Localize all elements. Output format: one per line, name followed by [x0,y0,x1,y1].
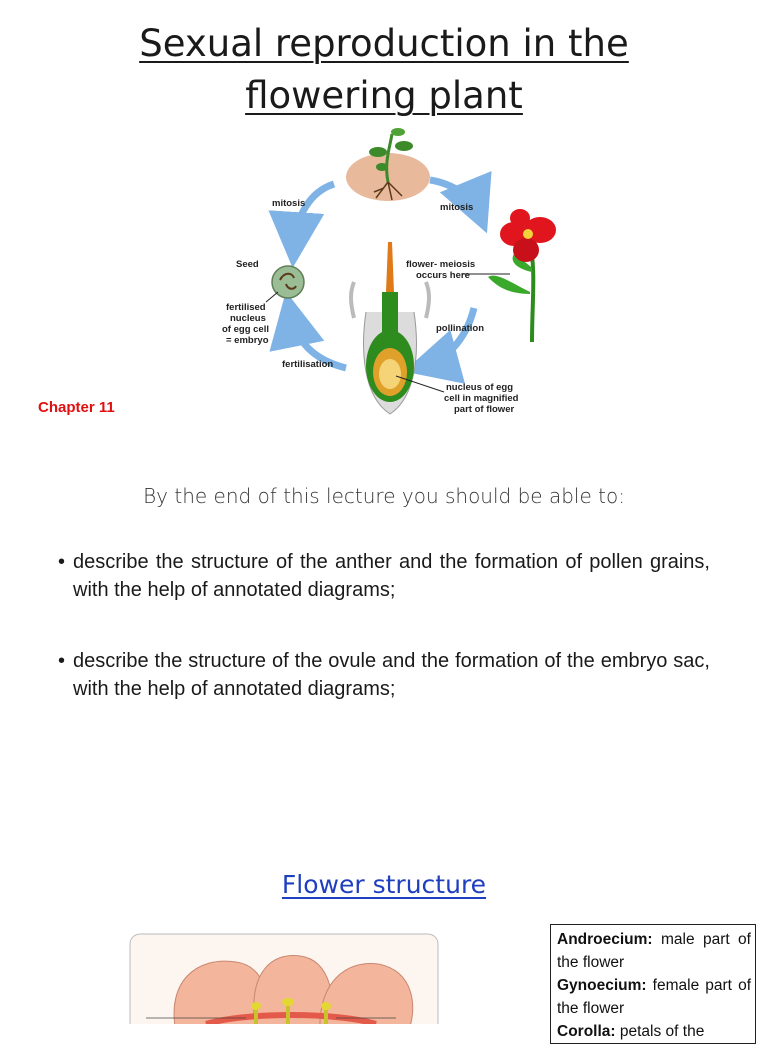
label-embryo-3: of egg cell [222,324,269,335]
definition-text: male part of the flower [557,931,751,971]
definition-text: female part of the flower [557,977,751,1017]
objective-text: describe the structure of the ovule and … [73,650,710,700]
flower-structure-diagram [129,933,439,1024]
seed-image [271,265,305,299]
label-egg-2: cell in magnified [444,393,519,404]
label-egg-3: part of flower [454,404,514,415]
definition-text: petals of the [619,1023,705,1040]
objectives-lead: By the end of this lecture you should be… [143,484,625,508]
definition-item: Androecium: male part of the flower [557,928,751,974]
definition-item: Gynoecium: female part of the flower [557,974,751,1020]
label-meiosis-2: occurs here [416,270,470,281]
chapter-label: Chapter 11 [38,399,115,416]
label-embryo-4: = embryo [226,335,269,346]
life-cycle-diagram: mitosis mitosis Seed fertilised nucleus … [222,128,556,415]
objectives-list: • describe the structure of the anther an… [58,548,710,746]
title-line-1: Sexual reproduction in the [139,22,629,65]
label-egg-1: nucleus of egg [446,382,513,393]
definition-item: Corolla: petals of the [557,1020,751,1043]
list-item: • describe the structure of the ovule and… [58,647,710,703]
objective-text: describe the structure of the anther and… [73,551,710,601]
label-meiosis-1: flower- meiosis [406,259,475,270]
objectives-slide: By the end of this lecture you should be… [0,440,768,860]
title-slide: Sexual reproduction in the flowering pla… [0,0,768,440]
bullet-icon: • [58,650,66,672]
definition-term: Androecium: [557,931,653,948]
section-title-text: Flower structure [281,870,487,899]
seedling-image [346,128,430,201]
label-seed: Seed [236,259,259,270]
label-mitosis-left: mitosis [272,198,305,209]
flower-structure-slide: Flower structure Androecium: male part o… [0,860,768,1044]
red-flower-image [488,209,556,343]
section-title: Flower structure [0,870,768,899]
page-title: Sexual reproduction in the flowering pla… [0,18,768,122]
bullet-icon: • [58,551,66,573]
label-embryo-1: fertilised [226,302,266,313]
title-line-2: flowering plant [245,74,523,117]
definitions-box: Androecium: male part of the flower Gyno… [550,924,756,1044]
list-item: • describe the structure of the anther an… [58,548,710,604]
label-pollination: pollination [436,323,484,334]
definition-term: Gynoecium: [557,977,647,994]
pistil-section-image [349,242,431,415]
label-embryo-2: nucleus [230,313,266,324]
definition-term: Corolla: [557,1023,616,1040]
label-fertilisation: fertilisation [282,359,333,370]
label-mitosis-right: mitosis [440,202,473,213]
